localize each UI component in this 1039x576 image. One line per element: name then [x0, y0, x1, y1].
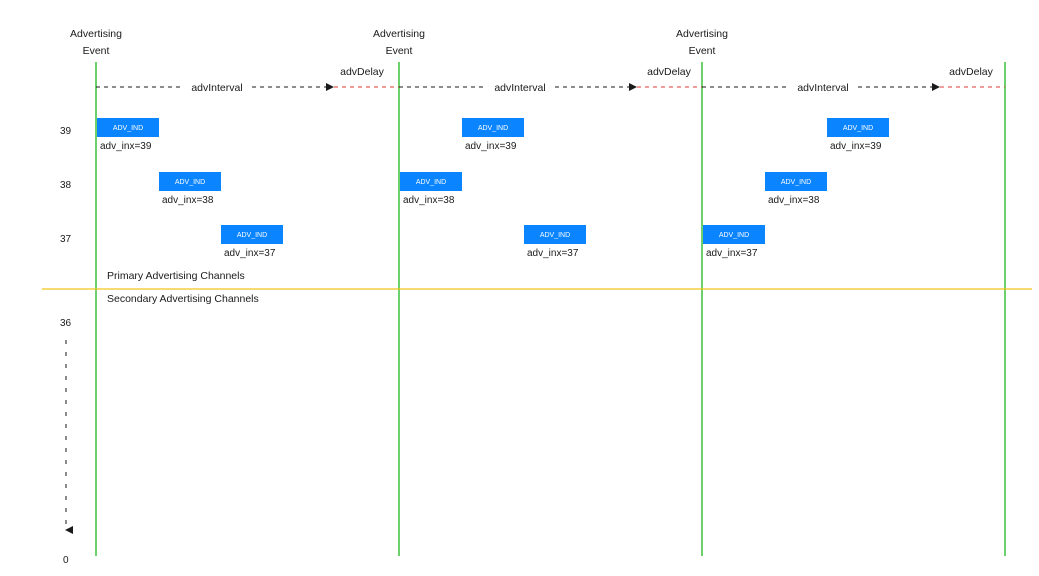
- pdu-label: ADV_IND: [478, 125, 508, 132]
- adv-interval-label-3: advInterval: [797, 82, 848, 94]
- event-label-2: Advertising Event: [373, 28, 425, 57]
- secondary-channels-label: Secondary Advertising Channels: [107, 293, 259, 305]
- channel-label-0: 0: [63, 555, 69, 566]
- pdu-label: ADV_IND: [781, 179, 811, 186]
- channel-label-38: 38: [60, 180, 72, 191]
- timing-segment-1: advInterval advDelay: [96, 66, 399, 94]
- channel-label-37: 37: [60, 234, 72, 245]
- pdu-box: [97, 118, 159, 137]
- primary-channels-label: Primary Advertising Channels: [107, 270, 245, 282]
- pdu-block: ADV_IND adv_inx=39: [97, 118, 159, 152]
- event-label-3: Advertising Event: [676, 28, 728, 57]
- pdu-block: ADV_IND adv_inx=37: [703, 225, 765, 259]
- pdu-block: ADV_IND adv_inx=38: [159, 172, 221, 206]
- event-label-3-line2: Event: [689, 45, 716, 57]
- pdu-caption: adv_inx=38: [768, 195, 820, 206]
- event-label-2-line1: Advertising: [373, 28, 425, 40]
- pdu-label: ADV_IND: [540, 232, 570, 239]
- pdu-block: ADV_IND adv_inx=37: [524, 225, 586, 259]
- adv-interval-label-2: advInterval: [494, 82, 545, 94]
- adv-delay-label-1: advDelay: [340, 66, 385, 78]
- pdu-caption: adv_inx=38: [162, 195, 214, 206]
- pdu-label: ADV_IND: [416, 179, 446, 186]
- pdu-box: [159, 172, 221, 191]
- pdu-block: ADV_IND adv_inx=39: [827, 118, 889, 152]
- channel-label-39: 39: [60, 126, 72, 137]
- adv-interval-label-1: advInterval: [191, 82, 242, 94]
- event-label-2-line2: Event: [386, 45, 413, 57]
- event-label-1-line2: Event: [83, 45, 110, 57]
- event-label-1: Advertising Event: [70, 28, 122, 57]
- pdu-box: [462, 118, 524, 137]
- pdu-block: ADV_IND adv_inx=38: [400, 172, 462, 206]
- pdu-label: ADV_IND: [237, 232, 267, 239]
- pdu-box: [524, 225, 586, 244]
- event-label-3-line1: Advertising: [676, 28, 728, 40]
- timing-segment-2: advInterval advDelay: [399, 66, 702, 94]
- channel-label-36: 36: [60, 318, 72, 329]
- pdu-label: ADV_IND: [843, 125, 873, 132]
- pdu-caption: adv_inx=38: [403, 195, 455, 206]
- pdu-block: ADV_IND adv_inx=38: [765, 172, 827, 206]
- pdu-label: ADV_IND: [175, 179, 205, 186]
- timing-segment-3: advInterval advDelay: [702, 66, 1005, 94]
- pdu-block: ADV_IND adv_inx=37: [221, 225, 283, 259]
- adv-delay-label-2: advDelay: [647, 66, 692, 78]
- pdu-caption: adv_inx=37: [706, 248, 758, 259]
- pdu-box: [221, 225, 283, 244]
- event-label-1-line1: Advertising: [70, 28, 122, 40]
- pdu-caption: adv_inx=39: [830, 141, 882, 152]
- pdu-label: ADV_IND: [113, 125, 143, 132]
- pdu-caption: adv_inx=37: [224, 248, 276, 259]
- pdu-box: [703, 225, 765, 244]
- pdu-caption: adv_inx=39: [465, 141, 517, 152]
- pdu-caption: adv_inx=39: [100, 141, 152, 152]
- pdu-box: [765, 172, 827, 191]
- pdu-box: [827, 118, 889, 137]
- pdu-block: ADV_IND adv_inx=39: [462, 118, 524, 152]
- pdu-box: [400, 172, 462, 191]
- pdu-layer: ADV_IND adv_inx=39 ADV_IND adv_inx=38 AD…: [97, 118, 889, 259]
- adv-delay-label-3: advDelay: [949, 66, 994, 78]
- pdu-label: ADV_IND: [719, 232, 749, 239]
- pdu-caption: adv_inx=37: [527, 248, 579, 259]
